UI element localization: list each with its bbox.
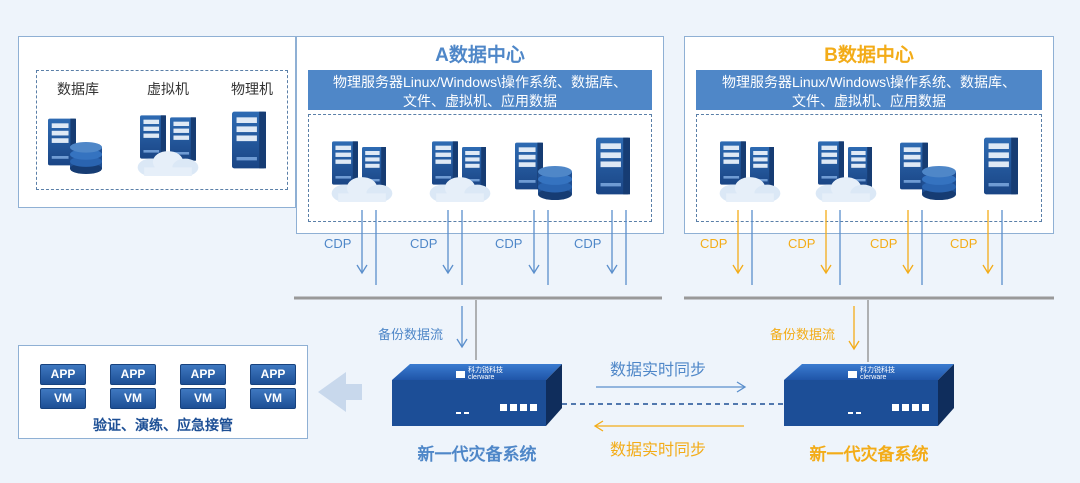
datacenter-a-vm-icon [331, 141, 393, 202]
vm-chip: VM [40, 388, 86, 409]
cdp-label: CDP [495, 236, 523, 251]
cdp-arrows-a [356, 210, 627, 285]
datacenter-a-banner-line2: 文件、虚拟机、应用数据 [403, 93, 557, 109]
cdp-label: CDP [700, 236, 728, 251]
datacenter-a-banner: 物理服务器Linux/Windows\操作系统、数据库、 文件、虚拟机、应用数据 [308, 70, 652, 110]
cdp-label: CDP [574, 236, 602, 251]
datacenter-b-physical-icon [984, 137, 1018, 195]
sync-arrow-right [596, 381, 747, 393]
verification-caption: 验证、演练、应急接管 [93, 417, 233, 433]
app-chip: APP [250, 364, 296, 385]
takeover-arrow [318, 372, 362, 412]
datacenter-b-banner: 物理服务器Linux/Windows\操作系统、数据库、 文件、虚拟机、应用数据 [696, 70, 1042, 110]
appliance-a-brand-en: clerware [468, 374, 495, 381]
backup-flow-label-b: 备份数据流 [770, 327, 836, 342]
physical-server-icon [232, 111, 266, 169]
cdp-label: CDP [788, 236, 816, 251]
datacenter-b-banner-line1: 物理服务器Linux/Windows\操作系统、数据库、 [721, 74, 1017, 90]
sync-arrow-left [593, 420, 744, 432]
vm-chip: VM [250, 388, 296, 409]
app-chip: APP [110, 364, 156, 385]
datacenter-b-database-icon [900, 142, 956, 200]
datacenter-a-title: A数据中心 [435, 45, 525, 66]
datacenter-a-physical-icon [596, 137, 630, 195]
cdp-label: CDP [870, 236, 898, 251]
database-label: 数据库 [57, 81, 99, 97]
app-chip: APP [180, 364, 226, 385]
datacenter-b-title: B数据中心 [824, 45, 914, 66]
backup-flow-arrow-b [848, 300, 869, 362]
appliance-b-icon [784, 364, 954, 426]
datacenter-a-banner-line1: 物理服务器Linux/Windows\操作系统、数据库、 [332, 74, 628, 90]
datacenter-a-server-group [308, 114, 652, 222]
cdp-label: CDP [410, 236, 438, 251]
appliance-b-label: 新一代灾备系统 [809, 445, 929, 464]
appliance-b-brand-cn: 科力锐科技 [860, 367, 895, 374]
sync-label-to-a: 数据实时同步 [610, 442, 707, 459]
datacenter-b-server-group [696, 114, 1042, 222]
datacenter-a-vm-icon [429, 141, 491, 202]
appliance-a-label: 新一代灾备系统 [417, 445, 537, 464]
cdp-arrows-b [732, 210, 1003, 285]
vm-chip: VM [180, 388, 226, 409]
appliance-b-brand: 科力锐科技 clerware [860, 367, 895, 381]
cdp-label: CDP [324, 236, 352, 251]
datacenter-b-vm-icon [815, 141, 877, 202]
vm-server-icon [118, 102, 218, 178]
datacenter-b-banner-line2: 文件、虚拟机、应用数据 [792, 93, 946, 109]
sync-label-to-b: 数据实时同步 [610, 362, 707, 379]
source-dashed-group [36, 70, 288, 190]
cdp-label: CDP [950, 236, 978, 251]
datacenter-a-database-icon [515, 142, 572, 200]
appliance-a-brand: 科力锐科技 clerware [468, 367, 503, 381]
vm-chip: VM [110, 388, 156, 409]
backup-flow-label-a: 备份数据流 [378, 327, 444, 342]
appliance-a-brand-cn: 科力锐科技 [468, 367, 503, 374]
database-server-icon [48, 118, 102, 174]
appliance-b-brand-en: clerware [860, 374, 887, 381]
datacenter-b-vm-icon [719, 141, 781, 202]
physical-machine-label: 物理机 [231, 81, 273, 97]
app-chip: APP [40, 364, 86, 385]
vm-label: 虚拟机 [147, 81, 189, 97]
appliance-a-icon [392, 364, 562, 426]
backup-flow-arrow-a [456, 300, 477, 360]
